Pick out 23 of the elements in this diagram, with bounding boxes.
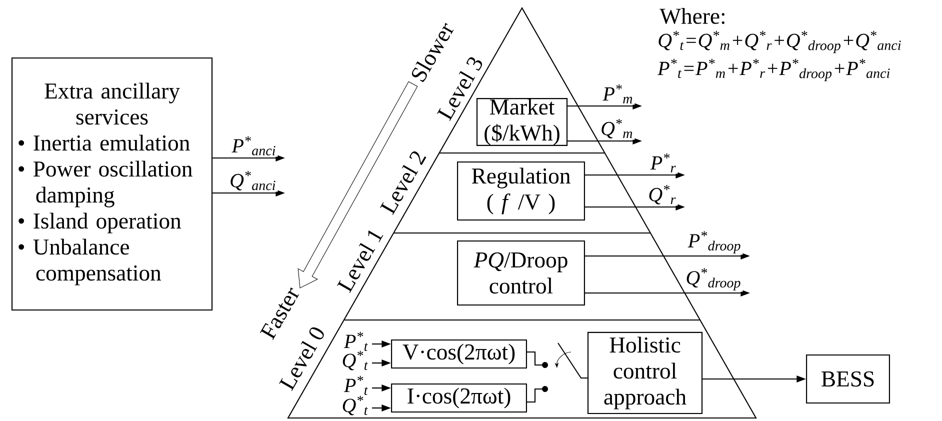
edge-label: Q$^{*}$anci — [228, 170, 278, 192]
services-box: Extra ancillary services • Inertia emulation • Power oscillation damping • Island operation • Unbalance compensation — [11, 57, 213, 311]
edge-label: P$^{*}$r — [649, 152, 678, 174]
note-text: Where: — [660, 8, 724, 24]
edge-label: Q$^{*}$droop — [684, 266, 743, 292]
edge-label: P$^{*}$t — [344, 376, 368, 396]
market-box: Market ($/kWh) — [476, 98, 568, 146]
edge-label: P$^{*}$m — [601, 83, 635, 105]
edge-label: Q$^{*}$t — [342, 396, 368, 416]
regulation-box: Regulation ( f /V ) — [457, 161, 585, 221]
edge-label: P$^{*}$anci — [230, 134, 278, 157]
edge-label: Q$^{*}$t — [342, 350, 368, 370]
edge-label: P$^{*}$t — [344, 332, 368, 352]
holistic-control-box: Holistic control approach — [587, 332, 703, 414]
edge-label: Q$^{*}$r — [646, 184, 678, 206]
current-reference-box: I·cos(2πωt) — [391, 383, 527, 413]
droop-control-box: PQ/Droop control — [457, 240, 585, 306]
edge-label: Q$^{*}$m — [599, 118, 635, 140]
bess-box: BESS — [806, 354, 890, 404]
equation: P$^{*}$$_{t}$=P$^{*}$$_{m}$+P$^{*}$$_{r}$+P$^{*}$$_{droop}$+P$^{*}$anci — [658, 58, 890, 82]
voltage-reference-box: V·cos(2πωt) — [391, 339, 527, 369]
edge-label: P$^{*}$droop — [686, 230, 743, 255]
equation: Q$^{*}$$_{t}$=Q$^{*}$$_{m}$+Q$^{*}$$_{r}$+Q$^{*}$$_{droop}$+Q$^{*}$anci — [658, 30, 901, 54]
